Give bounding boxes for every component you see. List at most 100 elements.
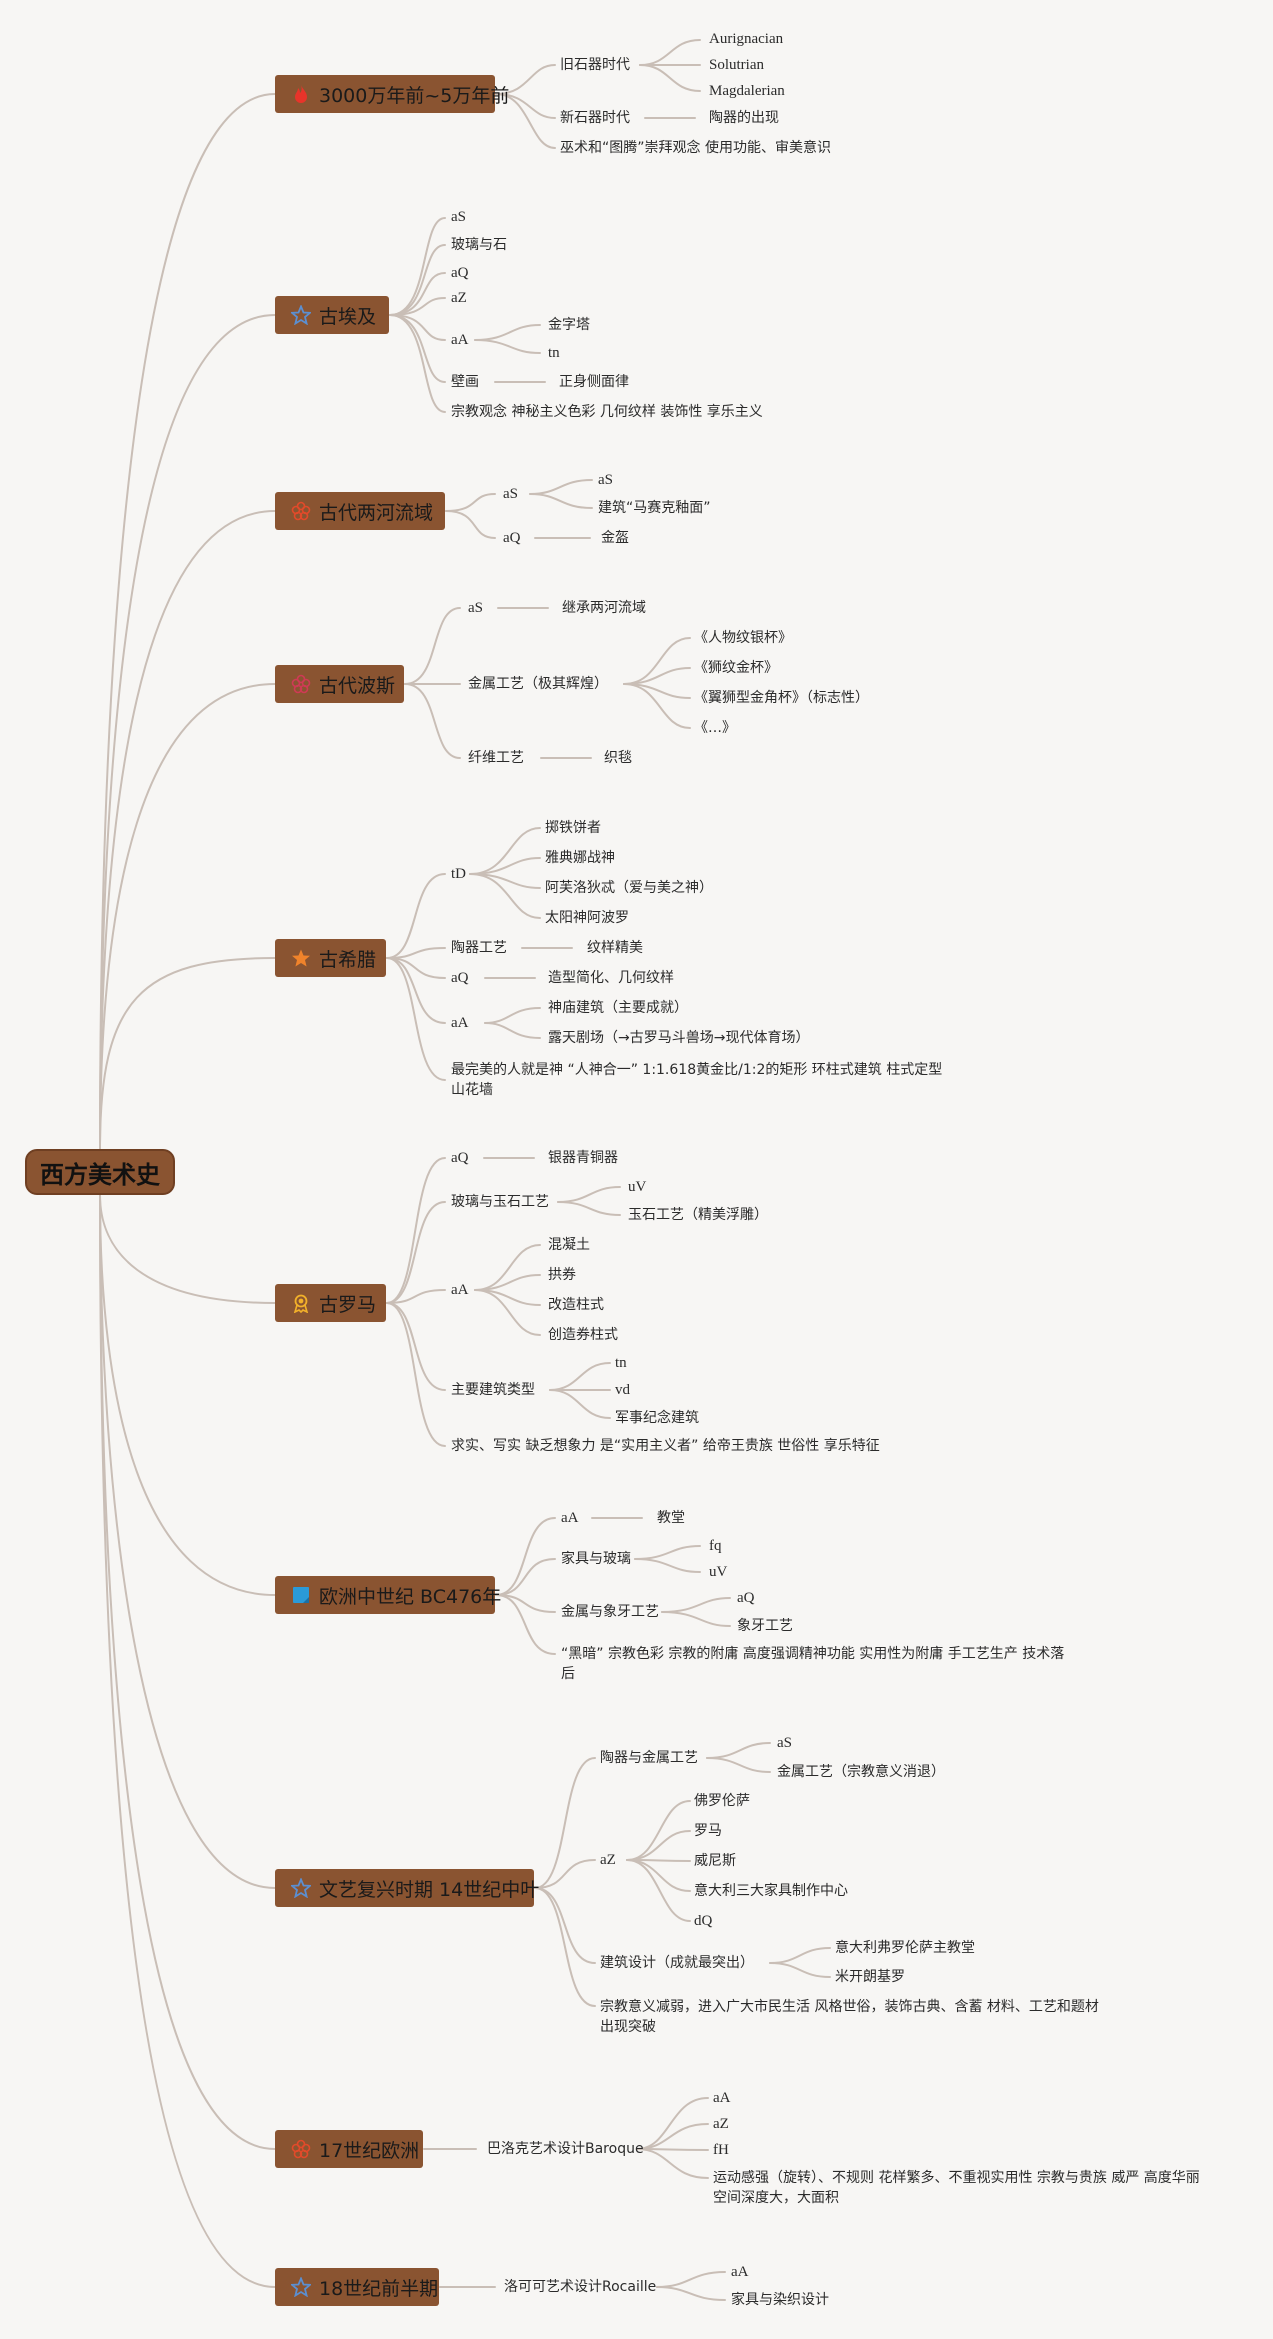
topic-node[interactable]: 《…》 [694,720,736,736]
era-node-7[interactable]: 欧洲中世纪 BC476年 [275,1576,501,1614]
topic-node[interactable]: aA [713,2090,731,2106]
topic-node[interactable]: 米开朗基罗 [835,1969,905,1985]
topic-node[interactable]: 陶器工艺 [451,940,507,956]
topic-node[interactable]: aS [503,486,518,502]
topic-node[interactable]: aZ [451,290,467,306]
topic-node[interactable]: aQ [737,1590,755,1606]
topic-node[interactable]: 意大利三大家具制作中心 [694,1883,848,1899]
topic-node[interactable]: aQ [451,265,469,281]
topic-node[interactable]: dQ [694,1913,713,1929]
topic-node[interactable]: 罗马 [694,1823,722,1839]
topic-node[interactable]: 宗教观念 神秘主义色彩 几何纹样 装饰性 享乐主义 [451,404,763,420]
era-node-9[interactable]: 17世纪欧洲 [275,2130,423,2168]
topic-node[interactable]: 巫术和“图腾”崇拜观念 使用功能、审美意识 [560,140,831,156]
topic-node[interactable]: 《人物纹银杯》 [694,630,792,646]
topic-node[interactable]: 军事纪念建筑 [615,1410,699,1426]
topic-node[interactable]: 改造柱式 [548,1297,604,1313]
topic-node[interactable]: aQ [451,970,469,986]
topic-node[interactable]: 拱券 [548,1267,576,1283]
topic-node[interactable]: 主要建筑类型 [451,1382,535,1398]
topic-node[interactable]: Solutrian [709,57,764,73]
topic-node[interactable]: aS [598,472,613,488]
topic-node[interactable]: aQ [503,530,521,546]
topic-node[interactable]: 阿芙洛狄忒（爱与美之神） [545,880,713,896]
topic-node[interactable]: 《翼狮型金角杯》（标志性） [694,690,869,706]
topic-node[interactable]: aA [731,2264,749,2280]
topic-node[interactable]: 金属工艺（宗教意义消退） [777,1764,945,1780]
topic-node[interactable]: 玉石工艺（精美浮雕） [628,1207,768,1223]
topic-node[interactable]: Magdalerian [709,83,785,99]
topic-node[interactable]: 纹样精美 [587,940,643,956]
topic-node[interactable]: 织毯 [604,750,632,766]
topic-node[interactable]: 造型简化、几何纹样 [548,970,674,986]
topic-node[interactable]: aA [451,1015,469,1031]
topic-node[interactable]: 玻璃与石 [451,237,507,253]
root-node[interactable]: 西方美术史 [25,1149,175,1195]
topic-node[interactable]: 建筑“马赛克釉面” [598,500,711,516]
topic-node[interactable]: fq [709,1538,722,1554]
topic-node[interactable]: aS [468,600,483,616]
topic-node[interactable]: 巴洛克艺术设计Baroque [487,2141,644,2157]
era-node-1[interactable]: 3000万年前~5万年前 [275,75,509,113]
topic-node[interactable]: 建筑设计（成就最突出） [600,1955,754,1971]
topic-node[interactable]: 家具与染织设计 [731,2292,829,2308]
topic-node[interactable]: 掷铁饼者 [545,820,601,836]
topic-node[interactable]: aA [451,1282,469,1298]
era-node-6[interactable]: 古罗马 [275,1284,386,1322]
topic-node[interactable]: fH [713,2142,729,2158]
topic-node[interactable]: 金字塔 [548,317,590,333]
topic-node[interactable]: 家具与玻璃 [561,1551,631,1567]
topic-node[interactable]: 象牙工艺 [737,1618,793,1634]
topic-node[interactable]: 金属工艺（极其辉煌） [468,676,608,692]
topic-node[interactable]: aS [777,1735,792,1751]
topic-node[interactable]: “黑暗” 宗教色彩 宗教的附庸 高度强调精神功能 实用性为附庸 手工艺生产 技术… [561,1646,1065,1682]
topic-node[interactable]: tn [548,345,560,361]
topic-node[interactable]: 太阳神阿波罗 [545,910,629,926]
topic-node[interactable]: 混凝土 [548,1237,590,1253]
era-node-10[interactable]: 18世纪前半期 [275,2268,439,2306]
era-node-5[interactable]: 古希腊 [275,939,386,977]
topic-node[interactable]: vd [615,1382,630,1398]
topic-node[interactable]: 金属与象牙工艺 [561,1604,659,1620]
topic-node[interactable]: 金盔 [601,530,629,546]
topic-node[interactable]: 宗教意义减弱，进入广大市民生活 风格世俗，装饰古典、含蓄 材料、工艺和题材出现突… [600,1999,1099,2035]
topic-node[interactable]: 银器青铜器 [548,1150,618,1166]
topic-node[interactable]: tD [451,866,466,882]
topic-node[interactable]: 玻璃与玉石工艺 [451,1194,549,1210]
topic-node[interactable]: 继承两河流域 [562,600,646,616]
era-node-4[interactable]: 古代波斯 [275,665,404,703]
topic-node[interactable]: aZ [600,1852,616,1868]
topic-node[interactable]: 陶器的出现 [709,110,779,126]
topic-node[interactable]: 教堂 [657,1510,685,1526]
topic-node[interactable]: 露天剧场（→古罗马斗兽场→现代体育场） [548,1030,810,1046]
topic-node[interactable]: Aurignacian [709,31,784,47]
topic-node[interactable]: 威尼斯 [694,1853,736,1869]
topic-node[interactable]: 意大利弗罗伦萨主教堂 [835,1940,975,1956]
topic-node[interactable]: 最完美的人就是神 “人神合一” 1:1.618黄金比/1:2的矩形 环柱式建筑 … [451,1062,943,1098]
topic-node[interactable]: 运动感强（旋转）、不规则 花样繁多、不重视实用性 宗教与贵族 威严 高度华丽 空… [713,2170,1200,2206]
topic-node[interactable]: 神庙建筑（主要成就） [548,1000,688,1016]
topic-node[interactable]: aQ [451,1150,469,1166]
topic-node[interactable]: 旧石器时代 [560,57,630,73]
era-node-8[interactable]: 文艺复兴时期 14世纪中叶 [275,1869,539,1907]
topic-node[interactable]: 求实、写实 缺乏想象力 是“实用主义者” 给帝王贵族 世俗性 享乐特征 [451,1438,880,1454]
topic-node[interactable]: 雅典娜战神 [545,850,615,866]
era-node-3[interactable]: 古代两河流域 [275,492,445,530]
topic-node[interactable]: tn [615,1355,627,1371]
topic-node[interactable]: aA [561,1510,579,1526]
topic-node[interactable]: 陶器与金属工艺 [600,1750,698,1766]
topic-node[interactable]: 新石器时代 [560,110,630,126]
era-node-2[interactable]: 古埃及 [275,296,389,334]
topic-node[interactable]: 洛可可艺术设计Rocaille [504,2279,657,2295]
topic-node[interactable]: uV [709,1564,728,1580]
topic-node[interactable]: 《狮纹金杯》 [694,660,778,676]
topic-node[interactable]: 佛罗伦萨 [694,1793,750,1809]
topic-node[interactable]: 创造券柱式 [548,1327,618,1343]
topic-node[interactable]: uV [628,1179,647,1195]
topic-node[interactable]: aZ [713,2116,729,2132]
topic-node[interactable]: 正身侧面律 [559,374,629,390]
topic-node[interactable]: 纤维工艺 [468,750,524,766]
topic-node[interactable]: 壁画 [451,374,479,390]
topic-node[interactable]: aA [451,332,469,348]
topic-node[interactable]: aS [451,209,466,225]
